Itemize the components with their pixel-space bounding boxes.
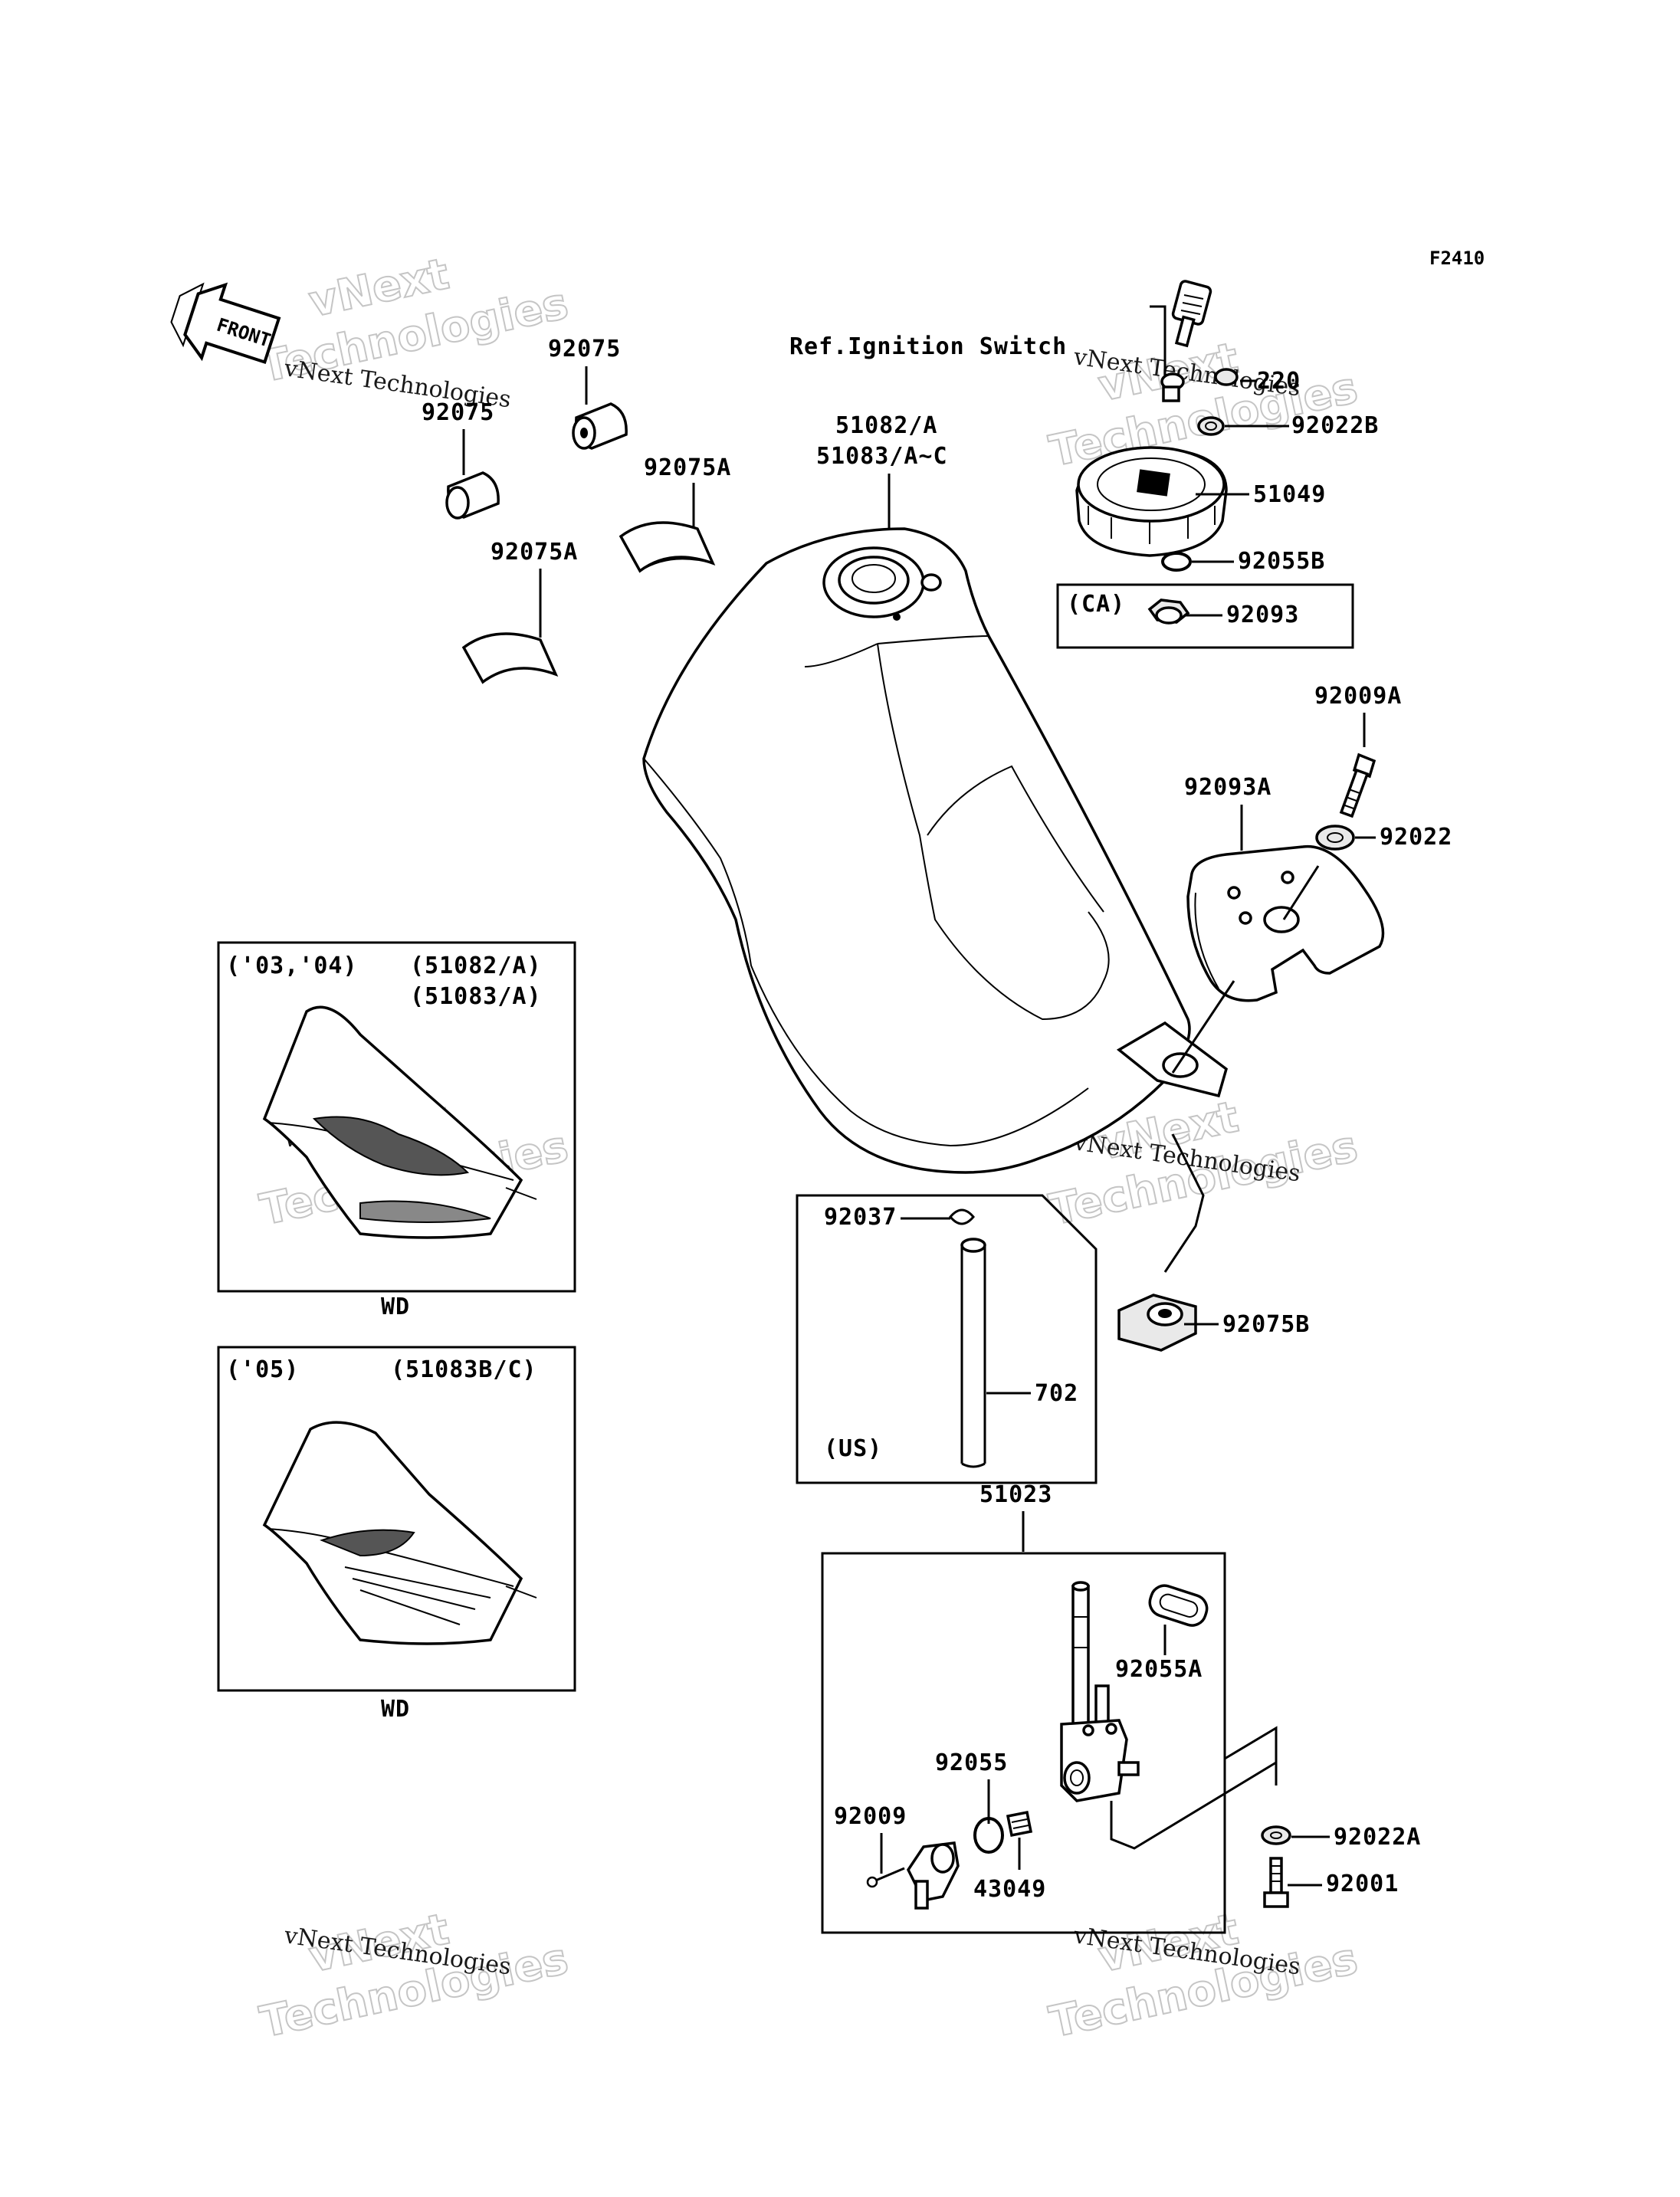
label-92055: 92055 <box>935 1749 1008 1776</box>
fuel-cap-51049 <box>1075 446 1228 557</box>
box-fuel-cock <box>821 1552 1226 1934</box>
figure-code: F2410 <box>1429 248 1485 269</box>
label-92001: 92001 <box>1326 1871 1399 1897</box>
label-92075-left: 92075 <box>422 399 494 426</box>
watermark: vNext Technologies vNext Technologies <box>1045 1904 1363 2048</box>
label-92022B: 92022B <box>1291 412 1379 439</box>
decal-0304-caption: WD <box>381 1294 410 1320</box>
box-decal-05 <box>217 1346 576 1692</box>
decal-0304-years: ('03,'04) <box>226 953 358 979</box>
screw-92009 <box>866 1867 905 1888</box>
label-51082: 51082/A <box>835 412 937 439</box>
gasket-92055A <box>1148 1584 1209 1627</box>
clamp-92037 <box>949 1208 975 1225</box>
watermark: vNext Technologies vNext Technologies <box>1045 333 1363 477</box>
label-220: 220 <box>1257 368 1301 395</box>
decal-0304-graphic <box>262 1005 537 1239</box>
washer-92022 <box>1315 825 1355 851</box>
label-92009A: 92009A <box>1314 683 1402 710</box>
decal-05-graphic <box>262 1421 537 1645</box>
watermark: vNext Technologies vNext Technologies <box>255 248 573 413</box>
fuel-cock-51023 <box>1060 1581 1140 1802</box>
label-51083: 51083/A~C <box>816 443 948 470</box>
label-92093A: 92093A <box>1184 774 1271 801</box>
label-92055B: 92055B <box>1238 548 1325 575</box>
watermark: vNext Technologies vNext Technologies <box>255 1904 573 2048</box>
label-92055A: 92055A <box>1115 1656 1203 1683</box>
decal-05-years: ('05) <box>226 1356 299 1383</box>
box-ca <box>1056 583 1354 649</box>
label-92009: 92009 <box>834 1803 907 1830</box>
damper-92075-top <box>572 402 628 450</box>
box-decal-0304 <box>217 941 576 1293</box>
bolt-92009A <box>1339 753 1376 818</box>
box-us-label: (US) <box>824 1435 882 1462</box>
ignition-key-icon <box>1150 280 1212 391</box>
label-92093: 92093 <box>1226 602 1299 628</box>
box-ca-label: (CA) <box>1067 591 1125 618</box>
o-ring-92055B <box>1161 552 1192 572</box>
fuel-tank <box>642 527 1229 1174</box>
label-92022: 92022 <box>1380 824 1452 851</box>
label-92075-top: 92075 <box>548 336 621 362</box>
label-92022A: 92022A <box>1334 1824 1421 1851</box>
nut-92093 <box>1147 598 1190 625</box>
label-702: 702 <box>1035 1380 1078 1407</box>
decal-0304-part1: (51082/A) <box>410 953 542 979</box>
decal-0304-part2: (51083/A) <box>410 983 542 1010</box>
decal-05-part: (51083B/C) <box>391 1356 537 1383</box>
box-us <box>796 1194 1098 1484</box>
front-arrow: FRONT <box>170 282 281 365</box>
bolt-92001 <box>1263 1857 1289 1908</box>
label-92075A-left: 92075A <box>491 539 578 566</box>
plate-92093A <box>1186 844 1385 1002</box>
label-92075A-right: 92075A <box>644 454 731 481</box>
o-ring-92055 <box>973 1817 1004 1854</box>
lever-bracket <box>906 1841 960 1910</box>
damper-92075-left <box>445 471 500 520</box>
label-92037: 92037 <box>824 1204 897 1231</box>
strainer-43049 <box>1006 1810 1033 1838</box>
label-43049: 43049 <box>973 1876 1046 1903</box>
label-92075B: 92075B <box>1222 1311 1310 1338</box>
ref-ignition-switch: Ref.Ignition Switch <box>789 333 1067 360</box>
label-51049: 51049 <box>1253 481 1326 508</box>
hose-702 <box>960 1238 986 1468</box>
washer-220 <box>1160 368 1239 402</box>
damper-92075A-right <box>619 521 716 573</box>
decal-05-caption: WD <box>381 1696 410 1723</box>
washer-92022B <box>1197 416 1225 436</box>
washer-92022A <box>1261 1825 1291 1845</box>
damper-92075B <box>1117 1294 1197 1352</box>
damper-92075A-left <box>461 632 559 684</box>
label-51023: 51023 <box>979 1481 1052 1508</box>
